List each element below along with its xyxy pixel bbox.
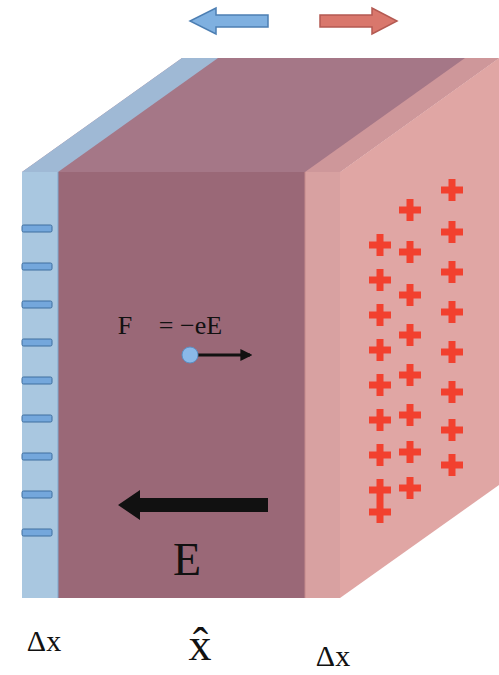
force-equation: F⃗ = −eE⃗ <box>118 312 243 341</box>
plus-sign <box>399 324 421 346</box>
minus-sign <box>22 415 52 422</box>
plus-sign <box>399 364 421 386</box>
plus-sign <box>399 404 421 426</box>
minus-sign <box>22 453 52 460</box>
plus-sign <box>441 221 463 243</box>
plus-sign <box>441 341 463 363</box>
plus-sign <box>441 419 463 441</box>
thickness-label: Δx <box>27 624 61 657</box>
plus-sign <box>441 454 463 476</box>
plus-sign <box>399 241 421 263</box>
plus-sign <box>369 374 391 396</box>
red-side-face <box>340 58 499 598</box>
red-front-face <box>305 172 340 598</box>
plus-sign <box>369 339 391 361</box>
minus-sign <box>22 529 52 536</box>
thickness-label: Δx <box>316 639 350 672</box>
plus-sign <box>399 284 421 306</box>
plus-sign <box>441 179 463 201</box>
plus-sign <box>369 444 391 466</box>
blue-front-face <box>22 172 58 598</box>
minus-sign <box>22 263 52 270</box>
field-arrow <box>118 490 268 520</box>
plus-sign <box>441 301 463 323</box>
positive-charges <box>369 179 463 523</box>
plus-sign <box>369 409 391 431</box>
minus-sign <box>22 491 52 498</box>
plus-sign <box>369 234 391 256</box>
plus-sign <box>369 479 391 501</box>
red-arrow <box>320 8 397 34</box>
axis-unit-vector: x̂⃗ <box>189 620 248 671</box>
edge-line <box>58 172 59 598</box>
plus-sign <box>369 304 391 326</box>
electron-dot <box>182 347 198 363</box>
blue-arrow <box>190 8 268 34</box>
force-arrow <box>198 354 250 357</box>
edge-line <box>305 172 306 598</box>
plus-sign <box>441 261 463 283</box>
plus-sign <box>441 381 463 403</box>
plus-sign <box>369 501 391 523</box>
field-symbol: E⃗ <box>173 535 237 586</box>
plus-sign <box>399 477 421 499</box>
middle-front-face <box>58 172 305 598</box>
minus-sign <box>22 301 52 308</box>
plus-sign <box>399 199 421 221</box>
minus-sign <box>22 225 52 232</box>
minus-sign <box>22 339 52 346</box>
blue-top-face <box>22 58 218 172</box>
minus-sign <box>22 377 52 384</box>
plus-sign <box>369 269 391 291</box>
plus-sign <box>399 441 421 463</box>
negative-charges <box>22 225 52 536</box>
